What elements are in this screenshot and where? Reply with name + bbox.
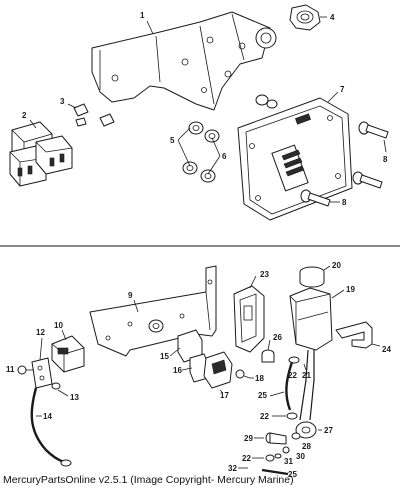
connector-part-17[interactable] — [203, 351, 233, 389]
screw-part-13[interactable] — [51, 382, 61, 390]
callout: 24 — [382, 345, 391, 354]
callout: 32 — [228, 464, 237, 473]
callout: 5 — [170, 136, 175, 145]
strap-part-24[interactable] — [335, 321, 373, 349]
ecm-module-part-7[interactable] — [237, 97, 353, 221]
callout: 25 — [288, 470, 297, 479]
callout: 23 — [260, 270, 269, 279]
callout: 17 — [220, 391, 229, 400]
terminal-part-12[interactable] — [31, 357, 53, 389]
hose-part-25[interactable] — [285, 361, 294, 411]
callout: 14 — [43, 412, 52, 421]
washer-part-28[interactable] — [291, 432, 301, 440]
callout: 2 — [22, 111, 27, 120]
bracket-part-1[interactable] — [91, 11, 277, 111]
copyright-footer: MercuryPartsOnline v2.5.1 (Image Copyrig… — [3, 474, 294, 486]
bracket-part-23[interactable] — [233, 285, 265, 353]
clamp-part-22[interactable] — [265, 454, 275, 462]
screw-part-18[interactable] — [235, 369, 251, 379]
cable-part-14[interactable] — [30, 387, 72, 467]
callout: 13 — [70, 393, 79, 402]
clamp-part-22[interactable] — [288, 356, 300, 364]
callout: 11 — [6, 365, 15, 374]
callout: 25 — [258, 391, 267, 400]
callout: 19 — [346, 285, 355, 294]
clamp-part-22[interactable] — [286, 412, 298, 420]
callout: 31 — [284, 457, 293, 466]
callout: 6 — [222, 152, 227, 161]
callout: 20 — [332, 261, 341, 270]
screw-part-30[interactable] — [282, 446, 290, 454]
grommet[interactable] — [255, 94, 278, 109]
callout: 7 — [340, 85, 345, 94]
callout: 8 — [342, 198, 347, 207]
callout: 15 — [160, 352, 169, 361]
callout: 22 — [242, 454, 251, 463]
callout: 18 — [255, 374, 264, 383]
callout: 26 — [273, 333, 282, 342]
callout: 8 — [383, 155, 388, 164]
bolt-part-11[interactable] — [17, 365, 34, 375]
callout: 30 — [296, 452, 305, 461]
callout: 9 — [128, 291, 133, 300]
cap-part-20[interactable] — [299, 266, 325, 288]
relay-part-2[interactable] — [9, 121, 73, 187]
callout: 1 — [140, 11, 145, 20]
fitting-part-26[interactable] — [261, 349, 275, 363]
fitting-part-29[interactable] — [265, 432, 287, 445]
screw-part-8[interactable] — [300, 121, 389, 207]
callout: 16 — [173, 366, 182, 375]
nut-part-4[interactable] — [289, 4, 321, 31]
callout: 22 — [260, 412, 269, 421]
callout: 21 — [302, 371, 311, 380]
callout: 10 — [54, 321, 63, 330]
callout: 28 — [302, 442, 311, 451]
reservoir-part-19[interactable] — [289, 287, 333, 351]
hose-part-21[interactable] — [299, 349, 315, 421]
hose-part-25[interactable] — [261, 468, 289, 476]
grommet-part-6[interactable] — [182, 161, 216, 183]
pump-part-27[interactable] — [295, 421, 317, 439]
clip-part-3[interactable] — [73, 103, 115, 127]
callout: 3 — [60, 97, 65, 106]
callout: 12 — [36, 328, 45, 337]
spacer-part-5[interactable] — [188, 121, 220, 143]
sensor-part-10[interactable] — [51, 335, 85, 373]
callout: 29 — [244, 434, 253, 443]
callout: 27 — [324, 426, 333, 435]
callout: 22 — [288, 371, 297, 380]
washer-part-31[interactable] — [274, 453, 282, 459]
callout: 4 — [330, 13, 335, 22]
